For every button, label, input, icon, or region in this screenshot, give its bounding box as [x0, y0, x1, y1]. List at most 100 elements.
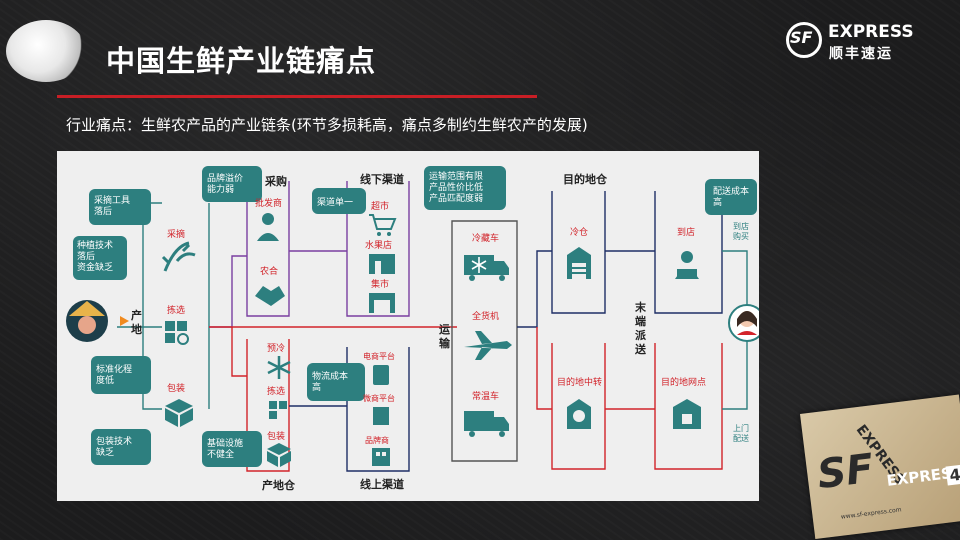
logo-en: EXPRESS	[828, 22, 914, 42]
label-wechat: 微商平台	[363, 393, 395, 403]
normal-truck-icon	[464, 411, 494, 431]
callout-tech: 种植技术落后资金缺乏	[77, 239, 113, 273]
shopping-bag-icon	[373, 365, 389, 385]
callout-channel: 渠道单一	[317, 196, 353, 208]
line-to-destwh	[517, 250, 552, 328]
label-last-mile: 末端派送	[634, 300, 647, 356]
sf-express-logo: SF EXPRESS 顺丰速运	[786, 20, 926, 64]
pack2-icon	[267, 443, 291, 455]
line-to-desthub	[536, 327, 552, 410]
callout-brand-bg	[202, 166, 262, 202]
label-pack2: 包装	[267, 430, 285, 442]
callout-delivery: 配送成本高	[713, 185, 749, 208]
label-procure: 采购	[264, 174, 287, 188]
diagram-svg: 采摘工具落后 种植技术落后资金缺乏 标准化程度低 包装技术缺乏 品牌溢价能力弱 …	[66, 166, 766, 492]
callout-standard: 标准化程度低	[96, 363, 132, 386]
label-wholesaler: 批发商	[255, 197, 282, 209]
title-underline	[57, 95, 537, 98]
originwh-bracket	[246, 339, 290, 472]
label-precool: 预冷	[267, 342, 285, 354]
slide-subtitle: 行业痛点：生鲜农产品的产业链条(环节多损耗高，痛点多制约生鲜农产的发展)	[66, 116, 588, 134]
callout-infra: 基础设施不健全	[207, 437, 243, 460]
label-cold-truck: 冷藏车	[472, 232, 499, 244]
label-dest-outlet: 目的地网点	[661, 376, 706, 388]
label-normal-truck: 常温车	[472, 390, 499, 402]
label-ecommerce: 电商平台	[363, 351, 395, 361]
label-cargo-plane: 全货机	[472, 310, 499, 322]
store-bracket	[654, 191, 723, 314]
supply-chain-diagram: 采摘工具落后 种植技术落后资金缺乏 标准化程度低 包装技术缺乏 品牌溢价能力弱 …	[57, 151, 766, 501]
label-fruit-shop: 水果店	[365, 239, 392, 251]
destwh-bracket	[551, 191, 606, 314]
rice-photo	[6, 20, 86, 82]
label-origin: 产地	[131, 308, 142, 336]
callout-channel-bg	[312, 188, 366, 214]
label-brand-store: 品牌商	[365, 435, 389, 445]
label-sort: 拣选	[167, 304, 185, 316]
logo-cn: 顺丰速运	[829, 46, 893, 62]
clerk-icon	[681, 251, 693, 263]
pack-box-icon	[165, 399, 193, 413]
cart-icon	[369, 214, 397, 230]
online-bracket	[346, 347, 410, 472]
handshake-icon	[255, 286, 285, 306]
line-pack	[142, 327, 162, 410]
label-offline: 线下渠道	[360, 172, 404, 186]
callout-packtech-bg	[91, 429, 151, 465]
transport-bracket	[451, 220, 518, 462]
wholesaler-icon	[262, 213, 274, 225]
label-home-delivery: 上门配送	[733, 423, 749, 443]
callout-tools: 采摘工具落后	[94, 194, 130, 217]
line-to-originwh	[231, 327, 247, 377]
label-dest-wh: 目的地仓	[563, 172, 608, 186]
farmer-face-icon	[78, 316, 96, 334]
label-dest-hub: 目的地中转	[557, 376, 602, 388]
label-transport: 运输	[439, 323, 451, 350]
sf-ring-icon	[786, 22, 822, 58]
label-market: 集市	[371, 278, 389, 290]
arrow-right-icon	[120, 316, 129, 326]
callout-infra-bg	[202, 431, 262, 467]
callout-tools-bg	[89, 189, 151, 225]
plane-icon	[464, 331, 512, 360]
outlet-bracket	[654, 343, 723, 470]
label-to-store: 到店	[677, 226, 695, 238]
snowflake-icon	[267, 356, 291, 379]
callout-transport-bg	[424, 166, 506, 210]
sort-icon	[165, 321, 175, 331]
callouts	[73, 166, 757, 467]
box-sf-mark: SF	[814, 445, 877, 499]
callout-delivery-bg	[705, 179, 757, 215]
box-website: www.sf-express.com	[840, 506, 902, 521]
farmer-hat-icon	[69, 301, 105, 316]
line-to-procure	[209, 255, 247, 328]
label-origin-wh: 产地仓	[262, 478, 296, 492]
label-online: 线上渠道	[360, 477, 404, 491]
sf-parcel-photo: SF EXPRESS EXPRESS 4 www.sf-express.com	[800, 394, 960, 540]
shop-icon	[369, 254, 395, 274]
callout-tech-bg	[73, 236, 127, 280]
callout-logistics: 物流成本高	[312, 370, 348, 393]
logo-mark: SF	[790, 28, 813, 47]
offline-bracket	[346, 181, 410, 317]
sort2-icon	[269, 401, 277, 409]
brand-icon	[372, 448, 390, 466]
plant-icon	[161, 241, 196, 272]
page-number: 4	[945, 464, 960, 486]
procure-bracket	[246, 181, 290, 317]
callout-transport: 运输范围有限产品性价比低产品匹配度弱	[429, 170, 483, 204]
callout-logistics-bg	[307, 363, 365, 401]
callout-standard-bg	[91, 356, 151, 394]
bag-icon	[373, 407, 389, 425]
label-sort2: 拣选	[267, 385, 285, 397]
slide-title: 中国生鲜产业链痛点	[106, 44, 377, 78]
label-supermarket: 超市	[371, 200, 389, 212]
label-harvest: 采摘	[167, 228, 185, 240]
label-pack: 包装	[167, 382, 185, 394]
label-coop: 农合	[260, 265, 278, 277]
desthub-bracket	[551, 343, 606, 470]
callout-packtech: 包装技术缺乏	[96, 435, 132, 458]
line-consumer-bottom	[722, 341, 748, 410]
label-to-store-buy: 到店购买	[733, 221, 749, 241]
label-cold-wh: 冷仓	[570, 226, 588, 238]
